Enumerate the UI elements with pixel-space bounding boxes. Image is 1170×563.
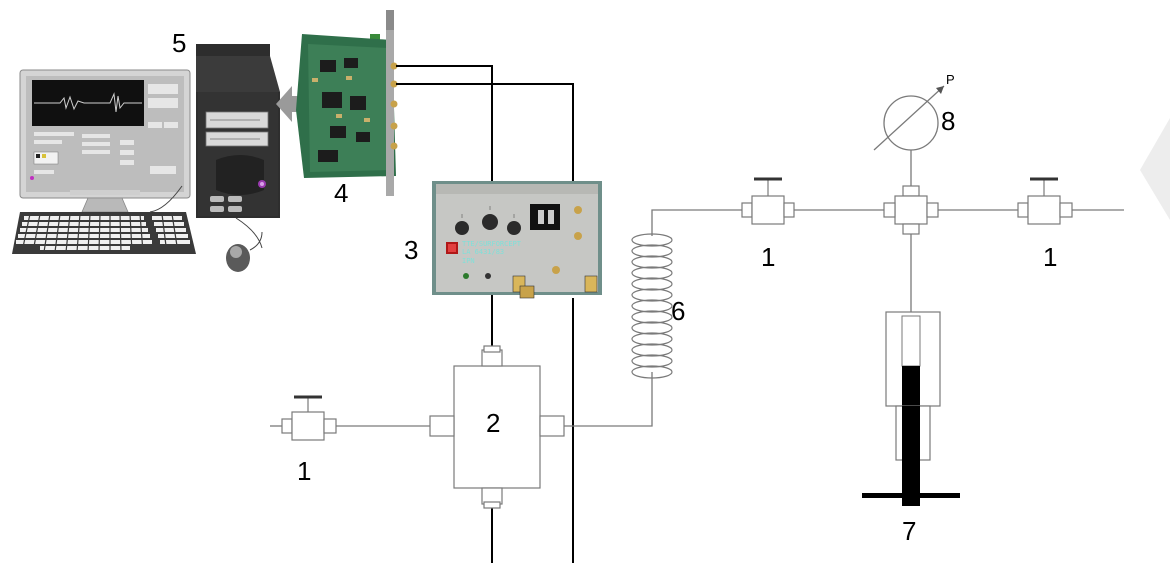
pulser-instrument: TTE/SURFORCEPT LA 6431/83 IPN bbox=[432, 181, 602, 298]
coil-tubing bbox=[632, 234, 672, 378]
label-cell: 2 bbox=[486, 408, 500, 438]
mouse-icon bbox=[226, 232, 262, 272]
valve-right bbox=[1018, 179, 1072, 224]
instrument-text-line3: IPN bbox=[462, 257, 475, 265]
instrument-text-line1: TTE/SURFORCEPT bbox=[462, 240, 522, 248]
gauge-symbol: P bbox=[946, 72, 955, 87]
valve-middle bbox=[742, 179, 794, 224]
cross-junction bbox=[884, 186, 938, 234]
label-valve-middle: 1 bbox=[761, 242, 775, 272]
instrument-text-line2: LA 6431/83 bbox=[462, 248, 504, 256]
label-computer: 5 bbox=[172, 28, 186, 58]
pcb-card-icon bbox=[296, 10, 398, 196]
label-valve-right: 1 bbox=[1043, 242, 1057, 272]
valve-left bbox=[282, 397, 336, 440]
label-daq-card: 4 bbox=[334, 178, 348, 208]
label-coil: 6 bbox=[671, 296, 685, 326]
label-gauge: 8 bbox=[941, 106, 955, 136]
corner-decoration bbox=[1140, 118, 1170, 220]
keyboard-icon bbox=[12, 212, 196, 254]
label-valve-left: 1 bbox=[297, 456, 311, 486]
label-pump: 7 bbox=[902, 516, 916, 546]
label-generator: 3 bbox=[404, 235, 418, 265]
pipes bbox=[270, 150, 1124, 426]
computer-monitor-icon bbox=[20, 70, 190, 212]
syringe-pump bbox=[862, 312, 960, 506]
